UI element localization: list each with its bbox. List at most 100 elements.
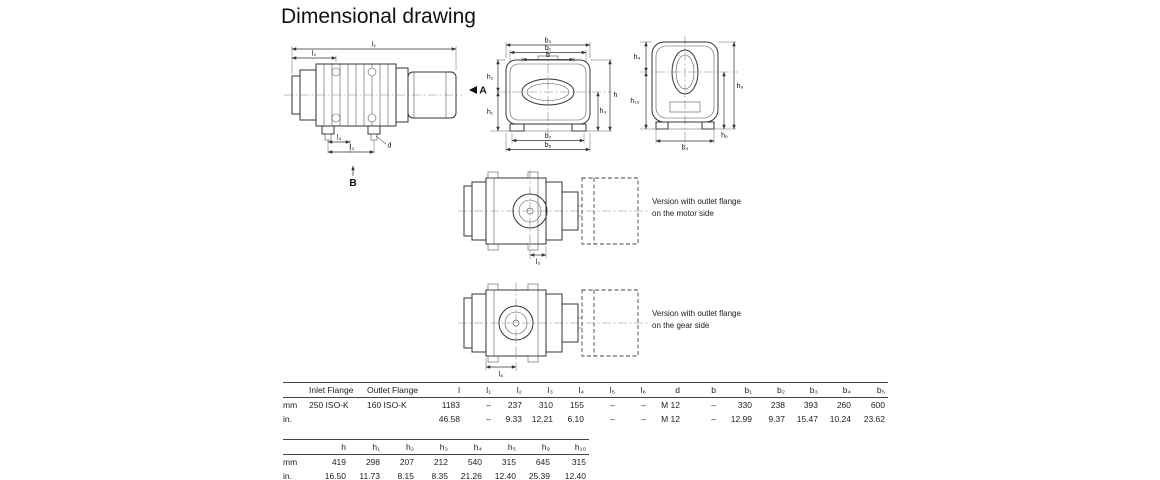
dim-label-l6: l₆ xyxy=(499,372,504,379)
front-view-drawing: b₃ b₁ b h₂ h₁ h h₃ b₂ b₅ xyxy=(487,38,618,152)
column-header: Inlet Flange xyxy=(309,382,367,398)
dim-label-d: d xyxy=(388,143,392,150)
top-view-motor-side-drawing: l₅ xyxy=(458,170,648,266)
dim-label-l5: l₅ xyxy=(536,259,541,266)
column-header: h₁₀ xyxy=(553,439,589,455)
table-cell: 21.26 xyxy=(460,471,482,480)
table-cell: 6.10 xyxy=(567,414,584,424)
table-cell: 310 xyxy=(538,400,553,410)
table-cell: 46.58 xyxy=(438,414,460,424)
column-header: h₅ xyxy=(485,439,519,455)
dim-label-l2: l₂ xyxy=(312,51,317,58)
table-cell: 419 xyxy=(331,457,346,467)
dim-label-h5: h₅ xyxy=(721,133,728,140)
table-cell: 25.39 xyxy=(528,471,550,480)
table-cell: 298 xyxy=(365,457,380,467)
dim-label-l3: l₃ xyxy=(350,145,355,152)
column-header: l₃ xyxy=(525,382,556,398)
table-cell: 12.21 xyxy=(531,414,553,424)
column-header: l₆ xyxy=(618,382,649,398)
table-cell: M 12 xyxy=(661,400,680,410)
dim-label-h9: h₉ xyxy=(737,83,744,90)
dim-label-b4: b₄ xyxy=(682,145,689,152)
caption-gear-side: Version with outlet flange on the gear s… xyxy=(652,308,741,332)
unit-label: in. xyxy=(283,471,292,480)
dim-label-h3: h₃ xyxy=(600,108,607,115)
column-header: Outlet Flange xyxy=(367,382,427,398)
column-header: h xyxy=(309,439,349,455)
column-header: h₃ xyxy=(417,439,451,455)
dim-label-b3: b₃ xyxy=(545,38,552,45)
unit-label: mm xyxy=(283,457,298,467)
table-cell: 393 xyxy=(803,400,818,410)
column-header: b₃ xyxy=(788,382,821,398)
column-header: l₅ xyxy=(587,382,618,398)
column-header: l₄ xyxy=(556,382,587,398)
unit-label: in. xyxy=(283,414,292,424)
table-cell: M 12 xyxy=(661,414,680,424)
dim-label-l1: l₁ xyxy=(372,42,377,49)
dim-label-h2: h₂ xyxy=(487,74,494,81)
table-cell: 315 xyxy=(571,457,586,467)
dim-label-b1: b₁ xyxy=(545,45,552,52)
caption-gear-side-line2: on the gear side xyxy=(652,321,710,330)
dim-label-b5: b₅ xyxy=(545,142,552,149)
table-cell: 9.33 xyxy=(505,414,522,424)
view-a-label: A xyxy=(479,85,487,97)
table-cell: 212 xyxy=(433,457,448,467)
column-header: b₁ xyxy=(719,382,755,398)
rear-view-drawing: h₄ h₁₀ h₅ h₉ b₄ xyxy=(630,36,744,152)
column-header: l₁ xyxy=(463,382,494,398)
column-header: b₂ xyxy=(755,382,788,398)
dim-label-h1: h₁ xyxy=(487,109,494,116)
caption-motor-side-line2: on the motor side xyxy=(652,209,714,218)
table-cell: 11.73 xyxy=(359,471,380,480)
column-header xyxy=(283,382,309,398)
dim-label-l4: l₄ xyxy=(337,135,342,142)
column-header: h₉ xyxy=(519,439,553,455)
unit-label: mm xyxy=(283,400,298,410)
dim-label-b: b xyxy=(546,52,550,59)
caption-motor-side-line1: Version with outlet flange xyxy=(652,197,741,206)
caption-gear-side-line1: Version with outlet flange xyxy=(652,309,741,318)
table-cell: 207 xyxy=(399,457,414,467)
table-cell: 160 ISO-K xyxy=(367,400,407,410)
page-title: Dimensional drawing xyxy=(281,5,476,28)
column-header: h₂ xyxy=(383,439,417,455)
dim-label-h: h xyxy=(614,92,618,99)
dim-label-b2: b₂ xyxy=(545,133,552,140)
table-cell: – xyxy=(610,414,615,424)
column-header: l xyxy=(427,382,463,398)
table-cell: 260 xyxy=(836,400,851,410)
table-cell: 23.62 xyxy=(863,414,885,424)
view-a-arrow-icon xyxy=(469,86,477,94)
table-cell: 237 xyxy=(507,400,522,410)
table-cell: 238 xyxy=(770,400,785,410)
side-view-drawing: l₁ l₂ l₄ l₃ d A B xyxy=(284,42,487,189)
table-cell: – xyxy=(641,414,646,424)
table-cell: – xyxy=(610,400,615,410)
table-cell: 15.47 xyxy=(796,414,818,424)
table-cell: 9.37 xyxy=(768,414,785,424)
table-cell: – xyxy=(641,400,646,410)
dim-label-h10: h₁₀ xyxy=(630,98,639,105)
dimensional-drawings: l₁ l₂ l₄ l₃ d A B xyxy=(284,36,744,379)
table-cell: 8.15 xyxy=(397,471,414,480)
column-header: b₄ xyxy=(821,382,854,398)
view-b-label: B xyxy=(349,177,357,189)
table-cell: 16.50 xyxy=(324,471,346,480)
table-cell: 12.99 xyxy=(730,414,752,424)
column-header: h₁ xyxy=(349,439,383,455)
table-cell: 330 xyxy=(737,400,752,410)
table-cell: 12.40 xyxy=(564,471,586,480)
